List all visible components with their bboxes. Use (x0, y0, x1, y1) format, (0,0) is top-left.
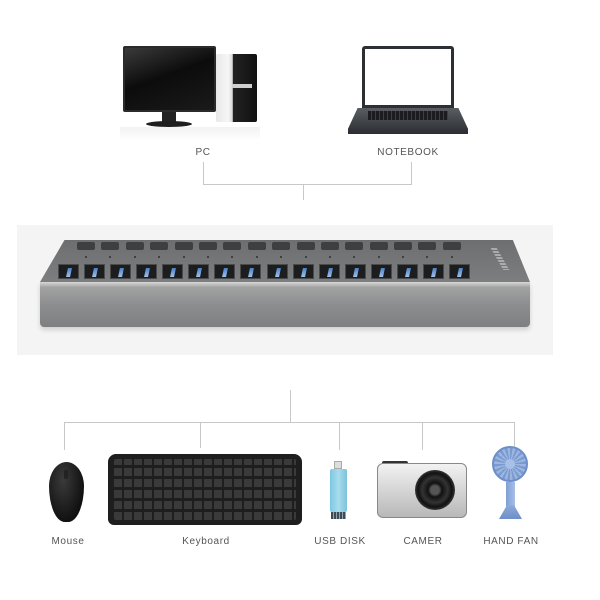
camera-lens (415, 470, 455, 510)
led-indicator (370, 256, 388, 258)
led-indicator (199, 256, 217, 258)
port-switch (418, 242, 437, 250)
monitor-stand (162, 112, 176, 122)
keyboard-keys (114, 459, 296, 520)
keyboard-icon (108, 454, 302, 525)
hub-front-face (40, 282, 530, 327)
mouse-connector-line (64, 422, 65, 450)
mouse-wheel (64, 470, 68, 479)
laptop-keyboard (368, 111, 448, 120)
port-switch (369, 242, 388, 250)
pc-drive-slot (232, 84, 252, 88)
notebook-label: NOTEBOOK (377, 147, 439, 158)
pc-tower-icon (216, 54, 257, 122)
port-switch (150, 242, 169, 250)
port-switch (223, 242, 242, 250)
usb-port-icon (136, 264, 158, 279)
port-switch (101, 242, 120, 250)
pc-connector-line (203, 162, 204, 185)
led-indicator (394, 256, 412, 258)
port-switch (198, 242, 217, 250)
usb-port-icon (266, 264, 288, 279)
fan-base (499, 505, 522, 519)
port-switch (442, 242, 461, 250)
usb-port-icon (162, 264, 184, 279)
usb-port-icon (370, 264, 392, 279)
camera-connector-line (422, 422, 423, 450)
port-switch (77, 242, 95, 250)
mouse-label: Mouse (51, 536, 85, 547)
led-indicator (297, 256, 315, 258)
led-indicator (101, 256, 119, 258)
usb-port-icon (84, 264, 106, 279)
hub-power-switches (77, 242, 461, 251)
bottom-horizontal-connector (64, 422, 515, 423)
led-indicator (272, 256, 290, 258)
usb-port-icon (318, 264, 340, 279)
usb-flash-drive-icon (330, 469, 347, 512)
usb-port-icon (214, 264, 236, 279)
usb-drive-grip (331, 512, 346, 519)
port-switch (125, 242, 144, 250)
usb-disk-label: USB DISK (314, 536, 366, 547)
pc-label: PC (195, 147, 211, 158)
fan-center (505, 459, 515, 469)
laptop-screen (365, 49, 451, 105)
led-indicator (418, 256, 436, 258)
port-switch (394, 242, 413, 250)
port-switch (345, 242, 364, 250)
usb-port-icon (58, 264, 79, 279)
usb-port-icon (422, 264, 444, 279)
camera-label: CAMER (403, 536, 443, 547)
fan-connector-line (514, 422, 515, 448)
led-indicator (77, 256, 95, 258)
fan-handle (506, 482, 515, 510)
led-indicator (150, 256, 168, 258)
usb-port-icon (240, 264, 262, 279)
led-indicator (321, 256, 339, 258)
usb-plug (334, 461, 342, 469)
top-horizontal-connector (203, 184, 412, 185)
port-switch (174, 242, 193, 250)
desktop-pc-icon (123, 46, 216, 112)
notebook-connector-line (411, 162, 412, 185)
usb-port-icon (110, 264, 132, 279)
port-switch (272, 242, 291, 250)
laptop-icon (362, 46, 454, 108)
led-indicator (345, 256, 363, 258)
pc-reflection (120, 127, 260, 141)
port-switch (247, 242, 266, 250)
hub-led-indicators (77, 256, 461, 258)
led-indicator (248, 256, 266, 258)
keyboard-connector-line (200, 422, 201, 448)
bottom-center-connector (290, 390, 291, 423)
usb-disk-connector-line (339, 422, 340, 450)
port-switch (296, 242, 315, 250)
port-switch (320, 242, 339, 250)
usb-port-icon (396, 264, 418, 279)
top-center-connector (303, 184, 304, 200)
hub-usb-ports (58, 264, 470, 279)
hand-fan-label: HAND FAN (483, 536, 539, 547)
led-indicator (175, 256, 193, 258)
keyboard-label: Keyboard (182, 536, 230, 547)
usb-port-icon (448, 264, 470, 279)
usb-port-icon (292, 264, 314, 279)
led-indicator (223, 256, 241, 258)
usb-port-icon (188, 264, 210, 279)
usb-port-icon (344, 264, 366, 279)
led-indicator (126, 256, 144, 258)
led-indicator (443, 256, 461, 258)
monitor-base (146, 121, 192, 127)
